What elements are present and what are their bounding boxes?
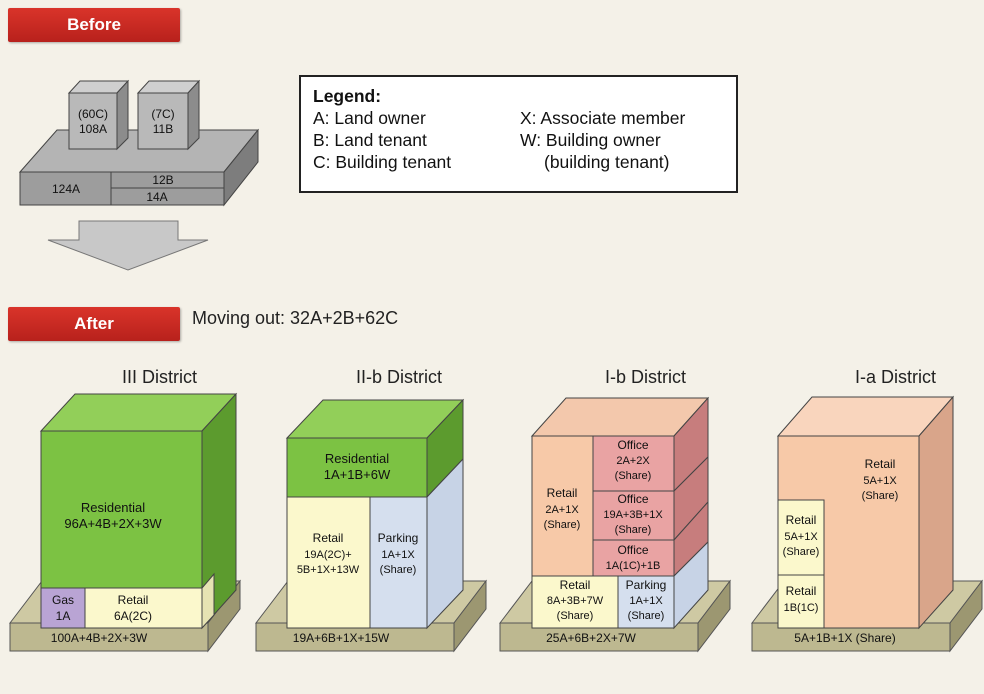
d2-parking-share: (Share) xyxy=(380,564,417,576)
d3-residential-value: 96A+4B+2X+3W xyxy=(64,516,162,531)
before-base-left: 124A xyxy=(52,182,80,196)
legend-title: Legend: xyxy=(313,86,382,106)
legend-item-a: A: Land owner xyxy=(313,108,426,128)
d1a-retail-value: 5A+1X xyxy=(863,475,897,487)
district-title-iib: II-b District xyxy=(356,367,443,387)
d2-retail-value2: 5B+1X+13W xyxy=(297,564,360,576)
d1b-office2-value: 19A+3B+1X xyxy=(603,509,663,521)
d1b-retail-share: (Share) xyxy=(544,519,581,531)
d1a-retail-share: (Share) xyxy=(862,490,899,502)
d1b-parking-value: 1A+1X xyxy=(629,595,663,607)
district-iii-building: Residential 96A+4B+2X+3W Gas 1A Retail 6… xyxy=(8,392,242,653)
d3-base-total: 100A+4B+2X+3W xyxy=(51,631,148,645)
legend-item-w: W: Building owner xyxy=(520,130,661,150)
before-tag: Before xyxy=(8,8,180,42)
d3-residential-label: Residential xyxy=(81,500,145,515)
legend-item-w-note: (building tenant) xyxy=(544,152,670,172)
before-tower1-line2: 108A xyxy=(79,122,107,136)
legend-box: Legend: A: Land owner B: Land tenant C: … xyxy=(299,75,738,193)
d1b-office2-label: Office xyxy=(617,492,648,506)
before-base-right-top: 12B xyxy=(152,173,173,187)
d3-retail-label: Retail xyxy=(118,593,149,607)
d1b-office1-value: 2A+2X xyxy=(616,455,650,467)
d2-retail-value1: 19A(2C)+ xyxy=(304,549,351,561)
d2-parking-value: 1A+1X xyxy=(381,549,415,561)
d1b-office3-value: 1A(1C)+1B xyxy=(606,560,661,572)
after-tag: After xyxy=(8,307,180,341)
d1a-retail2-label: Retail xyxy=(786,513,817,527)
d1b-retail-label: Retail xyxy=(547,486,578,500)
moving-out-label: Moving out: 32A+2B+62C xyxy=(192,308,399,328)
before-tower2-line1: (7C) xyxy=(151,107,174,121)
d1b-base-total: 25A+6B+2X+7W xyxy=(546,631,636,645)
d1a-retail-label: Retail xyxy=(865,457,896,471)
d1b-retail2-share: (Share) xyxy=(557,610,594,622)
d1a-retail3-value: 1B(1C) xyxy=(784,602,819,614)
d1b-parking-label: Parking xyxy=(626,578,667,592)
district-title-ib: I-b District xyxy=(605,367,686,387)
before-base-right-bottom: 14A xyxy=(146,190,167,204)
d3-gas-label: Gas xyxy=(52,593,74,607)
district-title-ia: I-a District xyxy=(855,367,936,387)
d2-base-total: 19A+6B+1X+15W xyxy=(293,631,390,645)
district-ib-building: Retail 2A+1X (Share) Office 2A+2X (Share… xyxy=(498,396,732,653)
before-building: (60C) 108A (7C) 11B 124A 12B 14A xyxy=(18,79,260,207)
district-ia-building: Retail 5A+1X (Share) Retail 5A+1X (Share… xyxy=(750,395,984,653)
d1b-office1-label: Office xyxy=(617,438,648,452)
d1b-office3-label: Office xyxy=(617,543,648,557)
d2-residential-value: 1A+1B+6W xyxy=(324,467,391,482)
d1b-parking-share: (Share) xyxy=(628,610,665,622)
d1a-retail2-value: 5A+1X xyxy=(784,531,818,543)
down-arrow-icon xyxy=(47,220,209,271)
d1b-retail2-label: Retail xyxy=(560,578,591,592)
d1a-base-total: 5A+1B+1X (Share) xyxy=(794,631,895,645)
d2-parking-label: Parking xyxy=(378,531,419,545)
d2-retail-label: Retail xyxy=(313,531,344,545)
d3-gas-value: 1A xyxy=(56,609,71,623)
d2-residential-label: Residential xyxy=(325,451,389,466)
legend-item-b: B: Land tenant xyxy=(313,130,427,150)
legend-item-x: X: Associate member xyxy=(520,108,686,128)
d1b-retail-value: 2A+1X xyxy=(545,504,579,516)
d1b-office1-share: (Share) xyxy=(615,470,652,482)
d1b-office2-share: (Share) xyxy=(615,524,652,536)
legend-item-c: C: Building tenant xyxy=(313,152,452,172)
district-title-iii: III District xyxy=(122,367,197,387)
before-tower2-line2: 11B xyxy=(153,122,173,136)
d1b-retail2-value: 8A+3B+7W xyxy=(547,595,604,607)
d3-retail-value: 6A(2C) xyxy=(114,609,152,623)
district-iib-building: Residential 1A+1B+6W Retail 19A(2C)+ 5B+… xyxy=(254,398,488,653)
d1a-retail3-label: Retail xyxy=(786,584,817,598)
d1a-retail2-share: (Share) xyxy=(783,546,820,558)
before-tower1-line1: (60C) xyxy=(78,107,108,121)
